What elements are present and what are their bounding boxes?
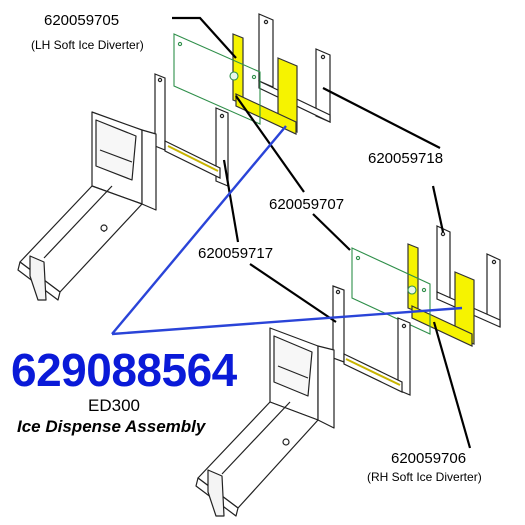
label-rh-diverter-description: (RH Soft Ice Diverter) [367, 470, 482, 484]
leader-lh-diverter [172, 16, 237, 59]
assembly-model: ED300 [88, 396, 140, 415]
bottom-chute-housing [195, 327, 335, 517]
lh-soft-ice-diverter [232, 33, 298, 135]
label-lh-diverter-part-number: 620059705 [44, 12, 120, 29]
label-frame-part-number: 620059717 [198, 245, 274, 262]
label-plate-part-number: 620059707 [269, 196, 345, 213]
top-chute-housing [17, 111, 157, 301]
label-gasket-part-number: 620059718 [368, 150, 444, 167]
top-green-plate [173, 33, 261, 125]
assembly-name: Ice Dispense Assembly [17, 417, 206, 436]
bottom-green-plate [351, 247, 431, 335]
label-rh-diverter-part-number: 620059706 [391, 450, 467, 467]
bottom-front-frame [332, 285, 411, 396]
leader-rh-diverter [432, 321, 472, 449]
leader-gasket-bottom [431, 185, 445, 233]
top-front-frame [154, 73, 229, 187]
leader-lines [172, 16, 472, 449]
rh-soft-ice-diverter [407, 243, 475, 347]
leader-plate-bottom [312, 213, 351, 251]
leader-frame-bottom [249, 263, 337, 323]
assembly-pointer-lines [111, 125, 463, 336]
leader-gasket-top [322, 87, 441, 149]
leader-frame-top [222, 159, 240, 243]
label-lh-diverter-description: (LH Soft Ice Diverter) [31, 38, 144, 52]
assembly-part-number: 629088564 [11, 344, 237, 396]
